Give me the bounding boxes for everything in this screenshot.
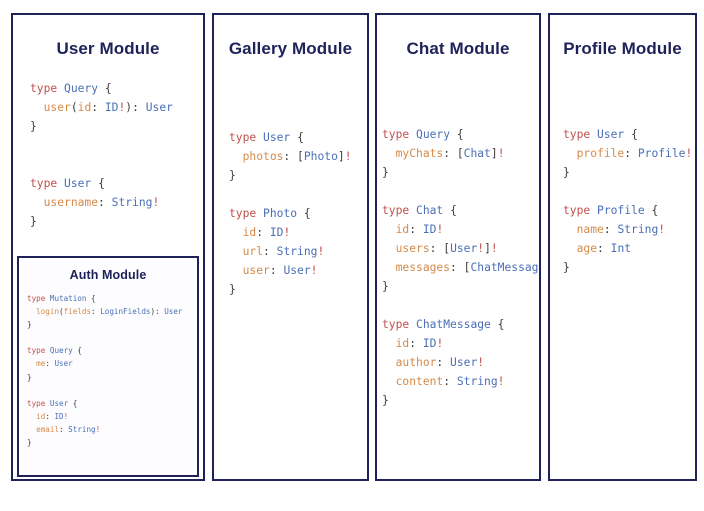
card-user-module[interactable]: User Module type Query { user(id: ID!): … [11,13,205,481]
card-chat-module[interactable]: Chat Module type Query { myChats: [Chat]… [375,13,541,481]
code-block-profile-module: type User { profile: Profile! } type Pro… [563,128,693,274]
card-auth-module[interactable]: Auth Module type Mutation { login(fields… [17,256,199,477]
card-title-auth-module: Auth Module [69,268,147,282]
card-profile-module[interactable]: Profile Module type User { profile: Prof… [548,13,697,481]
code-block-chat-module: type Query { myChats: [Chat]! } type Cha… [382,128,541,407]
code-block-user-module: type Query { user(id: ID!): User } type … [30,82,173,228]
card-gallery-module[interactable]: Gallery Module type User { photos: [Phot… [212,13,369,481]
code-wrap-auth-module: type Mutation { login(fields: LoginField… [19,283,197,449]
card-title-gallery-module: Gallery Module [228,39,353,58]
code-block-auth-module: type Mutation { login(fields: LoginField… [27,294,183,448]
card-title-chat-module: Chat Module [406,39,510,58]
card-title-profile-module: Profile Module [563,39,682,58]
card-title-user-module: User Module [56,39,160,58]
code-block-gallery-module: type User { photos: [Photo]! } type Phot… [229,131,352,296]
